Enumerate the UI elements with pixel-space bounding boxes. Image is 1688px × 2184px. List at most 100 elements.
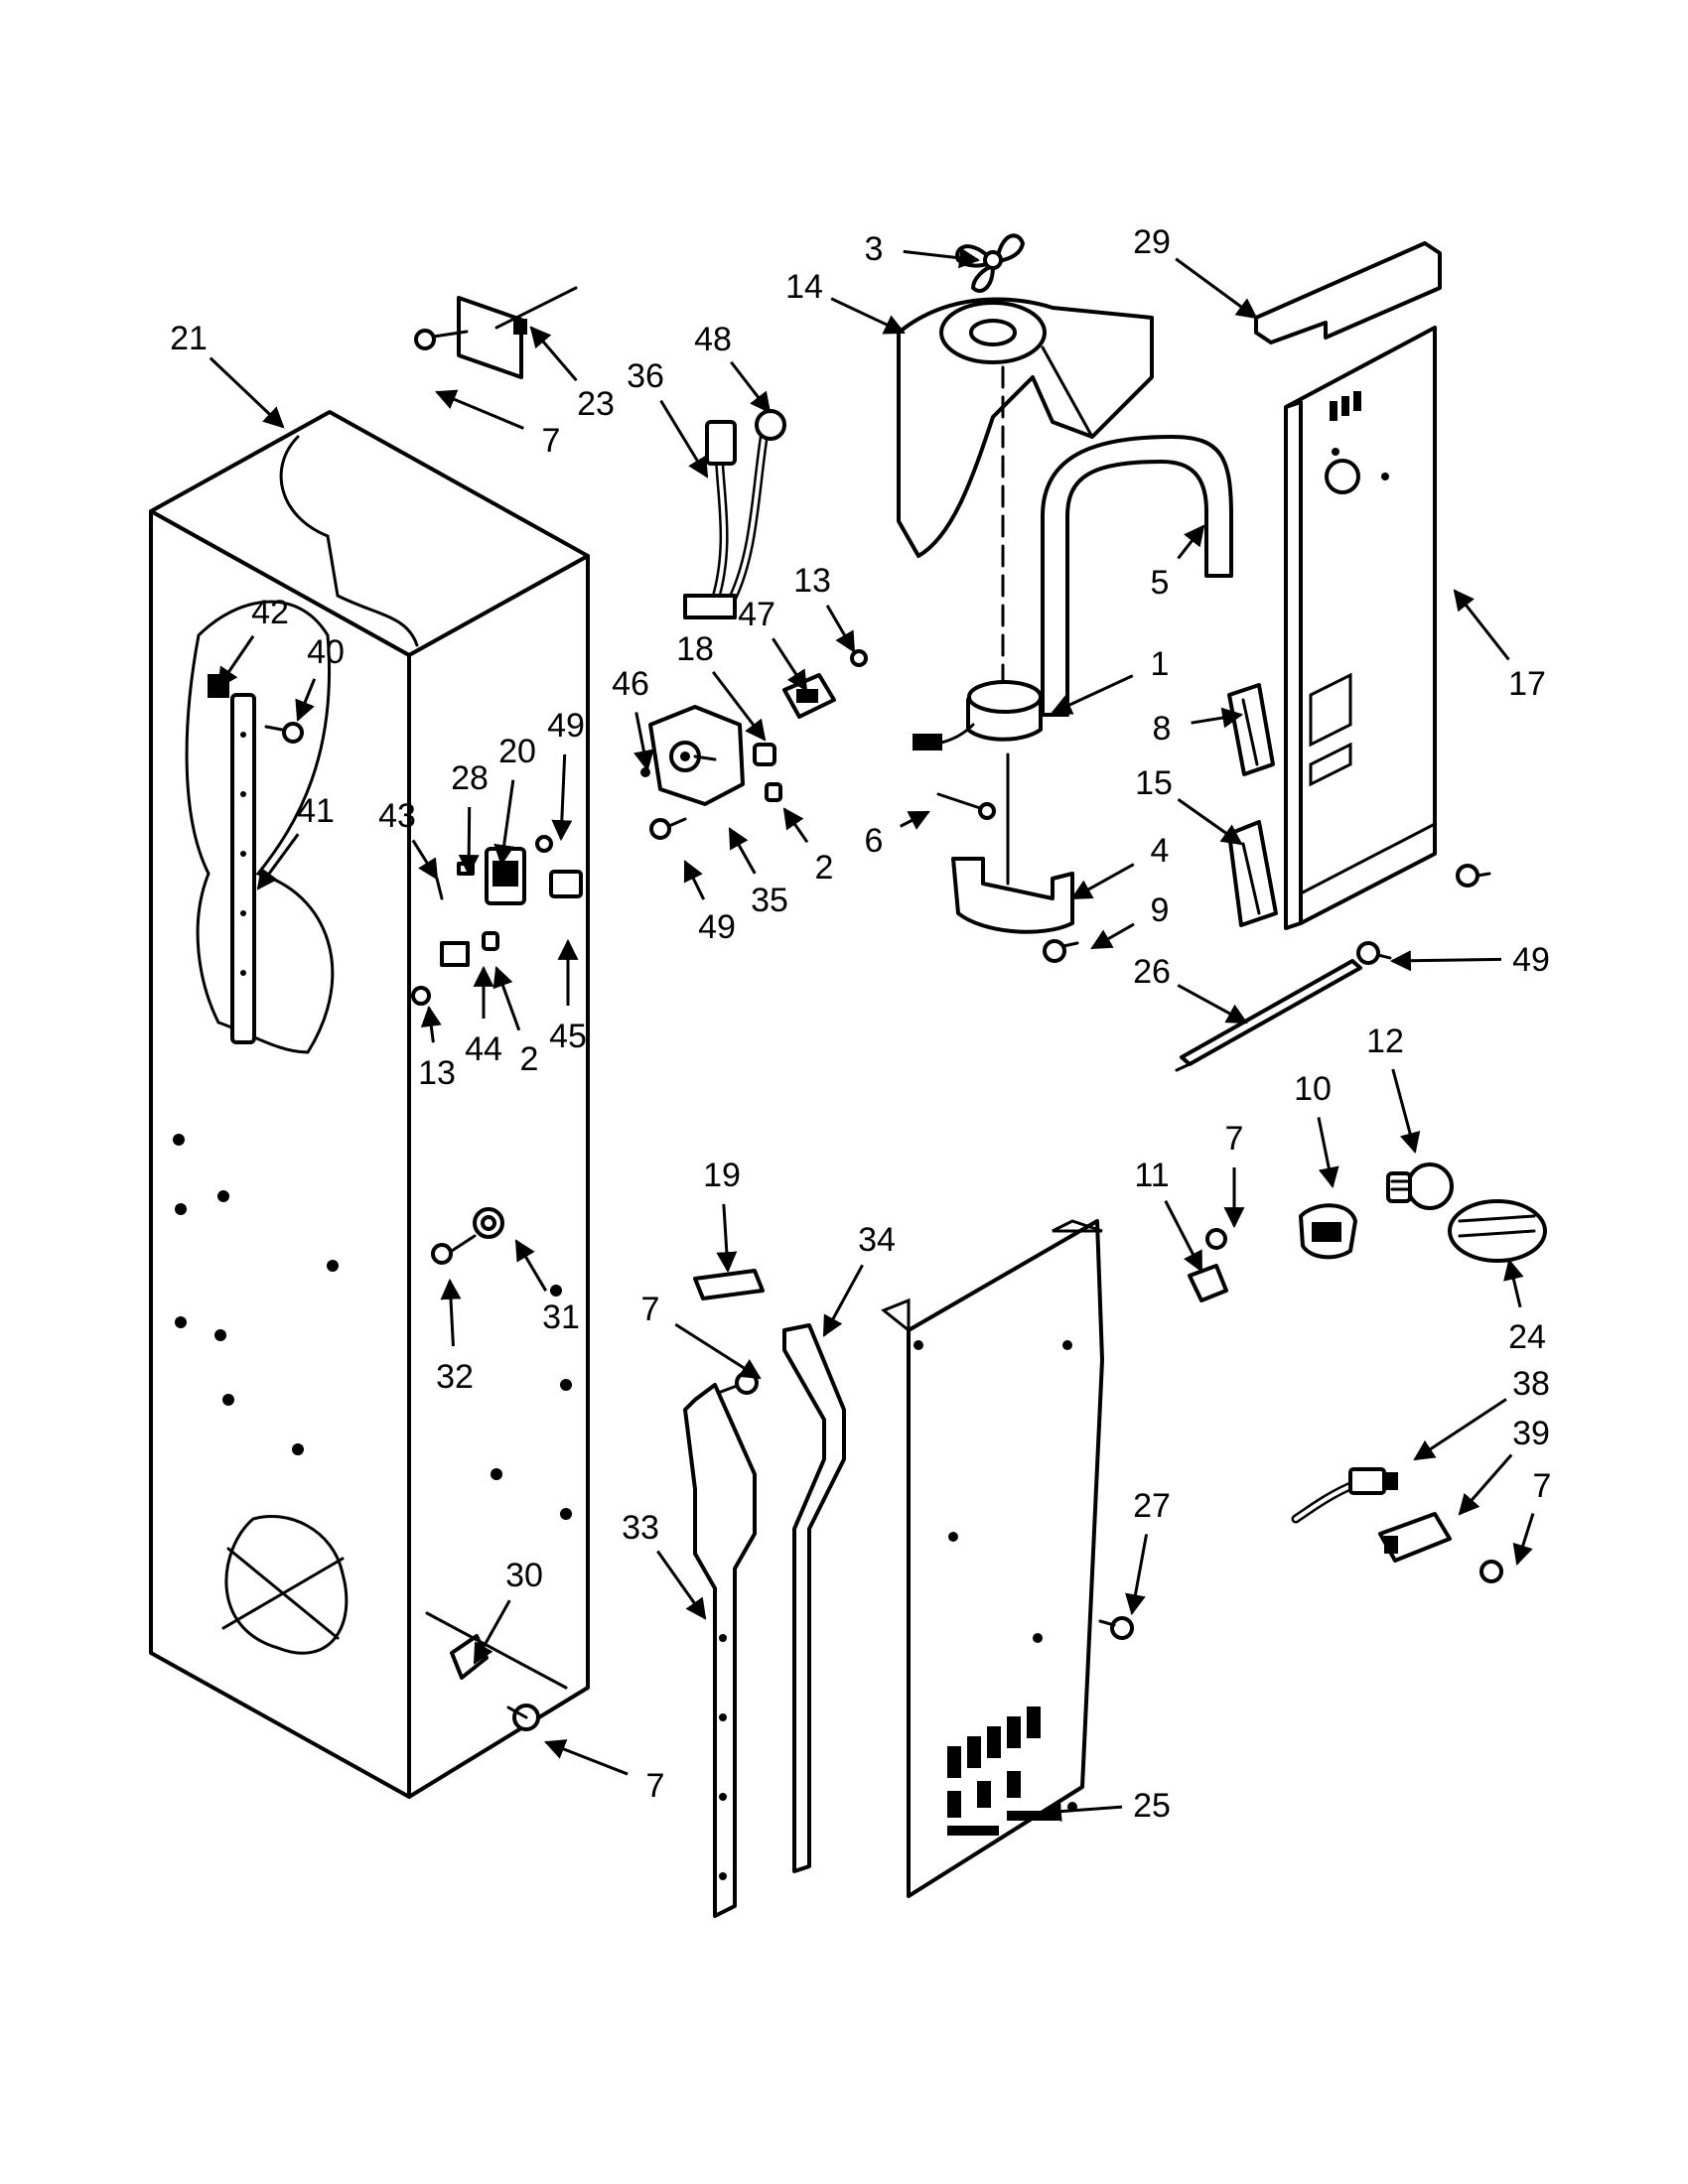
screw-part[interactable] [649, 817, 687, 840]
fan-shroud-part[interactable] [897, 297, 1154, 558]
heater-strip-part[interactable] [208, 674, 256, 1044]
callout-number: 24 [1508, 1318, 1546, 1356]
callout-number: 48 [694, 321, 732, 358]
callout-number: 15 [1135, 764, 1173, 802]
leader-line [900, 810, 930, 830]
callout-c29: 29 [1133, 223, 1258, 320]
pin-part[interactable] [640, 767, 650, 777]
screw-part[interactable] [1098, 1616, 1134, 1640]
fan-blade-part[interactable] [955, 233, 1025, 293]
top-trim-part[interactable] [1254, 241, 1442, 344]
callout-c17: 17 [1453, 589, 1546, 703]
channel-part[interactable] [782, 1323, 846, 1873]
leader-line [1125, 1534, 1149, 1616]
clip-part[interactable] [1188, 1228, 1228, 1302]
callout-number: 2 [520, 1040, 539, 1078]
trim-strip-part[interactable] [1175, 959, 1362, 1072]
leader-line [411, 839, 439, 881]
callout-number: 35 [751, 882, 788, 919]
callout-c23: 23 [529, 326, 615, 423]
switch-part[interactable] [782, 649, 868, 719]
light-bulb-part[interactable] [1386, 1162, 1454, 1210]
leader-line [822, 1264, 864, 1337]
callout-number: 19 [703, 1157, 741, 1194]
callout-c4: 4 [1070, 832, 1169, 900]
motor-bracket-part[interactable] [951, 752, 1074, 934]
leader-line [903, 247, 981, 269]
leader-line [256, 833, 300, 890]
callout-c39: 39 [1458, 1415, 1550, 1516]
callout-number: 11 [1134, 1157, 1169, 1194]
lamp-socket-part[interactable] [1299, 1203, 1357, 1260]
callout-c38: 38 [1413, 1365, 1550, 1461]
bracket-part[interactable] [414, 286, 578, 379]
callout-c36: 36 [627, 357, 709, 478]
control-housing-part[interactable] [648, 705, 745, 806]
callout-number: 17 [1508, 665, 1546, 703]
callout-c7c: 7 [641, 1291, 762, 1380]
vent-slots [947, 1706, 1058, 1836]
callout-number: 7 [641, 1291, 660, 1328]
callout-c18: 18 [676, 630, 767, 742]
callout-number: 3 [865, 230, 884, 268]
air-diffuser-panel-part[interactable] [881, 1219, 1104, 1898]
leader-line [1317, 1117, 1339, 1189]
cabinet-liner-part[interactable] [149, 410, 590, 1799]
callouts: 2123736483142951742404113471846181520492… [170, 223, 1551, 1825]
leader-line [435, 389, 524, 430]
callout-number: 6 [865, 822, 884, 860]
gasket-part[interactable] [1041, 435, 1233, 717]
fan-motor-part[interactable] [913, 365, 1043, 751]
channel-part[interactable] [683, 1383, 757, 1918]
callout-c47: 47 [738, 596, 808, 692]
leader-line [514, 1239, 548, 1292]
callout-number: 38 [1512, 1365, 1550, 1403]
switch-part[interactable] [1378, 1512, 1503, 1583]
bolt-part[interactable] [936, 792, 996, 820]
sensor-part[interactable] [1291, 1467, 1398, 1524]
leader-line [1051, 674, 1134, 715]
leader-line [711, 670, 767, 742]
callout-c48: 48 [694, 321, 772, 414]
leader-line [1090, 922, 1135, 950]
knob-part[interactable] [753, 743, 782, 802]
label-part[interactable] [693, 1269, 765, 1300]
callout-c25: 25 [1040, 1787, 1171, 1825]
leader-line [830, 297, 906, 335]
leader-line [1512, 1513, 1535, 1567]
vent-part[interactable] [1227, 683, 1275, 776]
callout-c32: 32 [436, 1278, 474, 1396]
callout-c1: 1 [1051, 645, 1170, 715]
callout-c34: 34 [822, 1221, 896, 1337]
rear-panel-part[interactable] [1284, 326, 1437, 930]
callout-number: 27 [1133, 1487, 1171, 1525]
callout-c28: 28 [451, 759, 489, 877]
callout-number: 44 [465, 1030, 502, 1068]
callout-number: 1 [1151, 645, 1170, 683]
callout-c2b: 2 [492, 966, 539, 1078]
thermostat-part[interactable] [431, 1207, 504, 1265]
leader-line [716, 1203, 738, 1274]
leader-line [209, 356, 285, 429]
clip-part[interactable] [425, 1611, 568, 1731]
callout-number: 29 [1133, 223, 1171, 261]
leader-line [683, 860, 706, 900]
leader-line [1164, 1199, 1203, 1273]
callout-number: 41 [297, 792, 335, 830]
callout-c13b: 13 [418, 1005, 456, 1092]
leader-line [1503, 1258, 1524, 1308]
screw-part[interactable] [1043, 939, 1079, 963]
screw-part[interactable] [264, 722, 304, 744]
callout-c33: 33 [622, 1509, 707, 1620]
callout-number: 12 [1366, 1023, 1404, 1060]
leader-line [656, 1550, 707, 1620]
callout-c13a: 13 [793, 562, 856, 653]
wire-harness-part[interactable] [683, 409, 786, 619]
callout-number: 21 [170, 320, 208, 357]
damper-part[interactable] [1227, 820, 1278, 927]
leader-line [1413, 1398, 1507, 1461]
callout-number: 25 [1133, 1787, 1171, 1825]
light-lens-part[interactable] [1448, 1199, 1547, 1263]
callout-number: 13 [793, 562, 831, 600]
screw-part[interactable] [1356, 864, 1491, 965]
